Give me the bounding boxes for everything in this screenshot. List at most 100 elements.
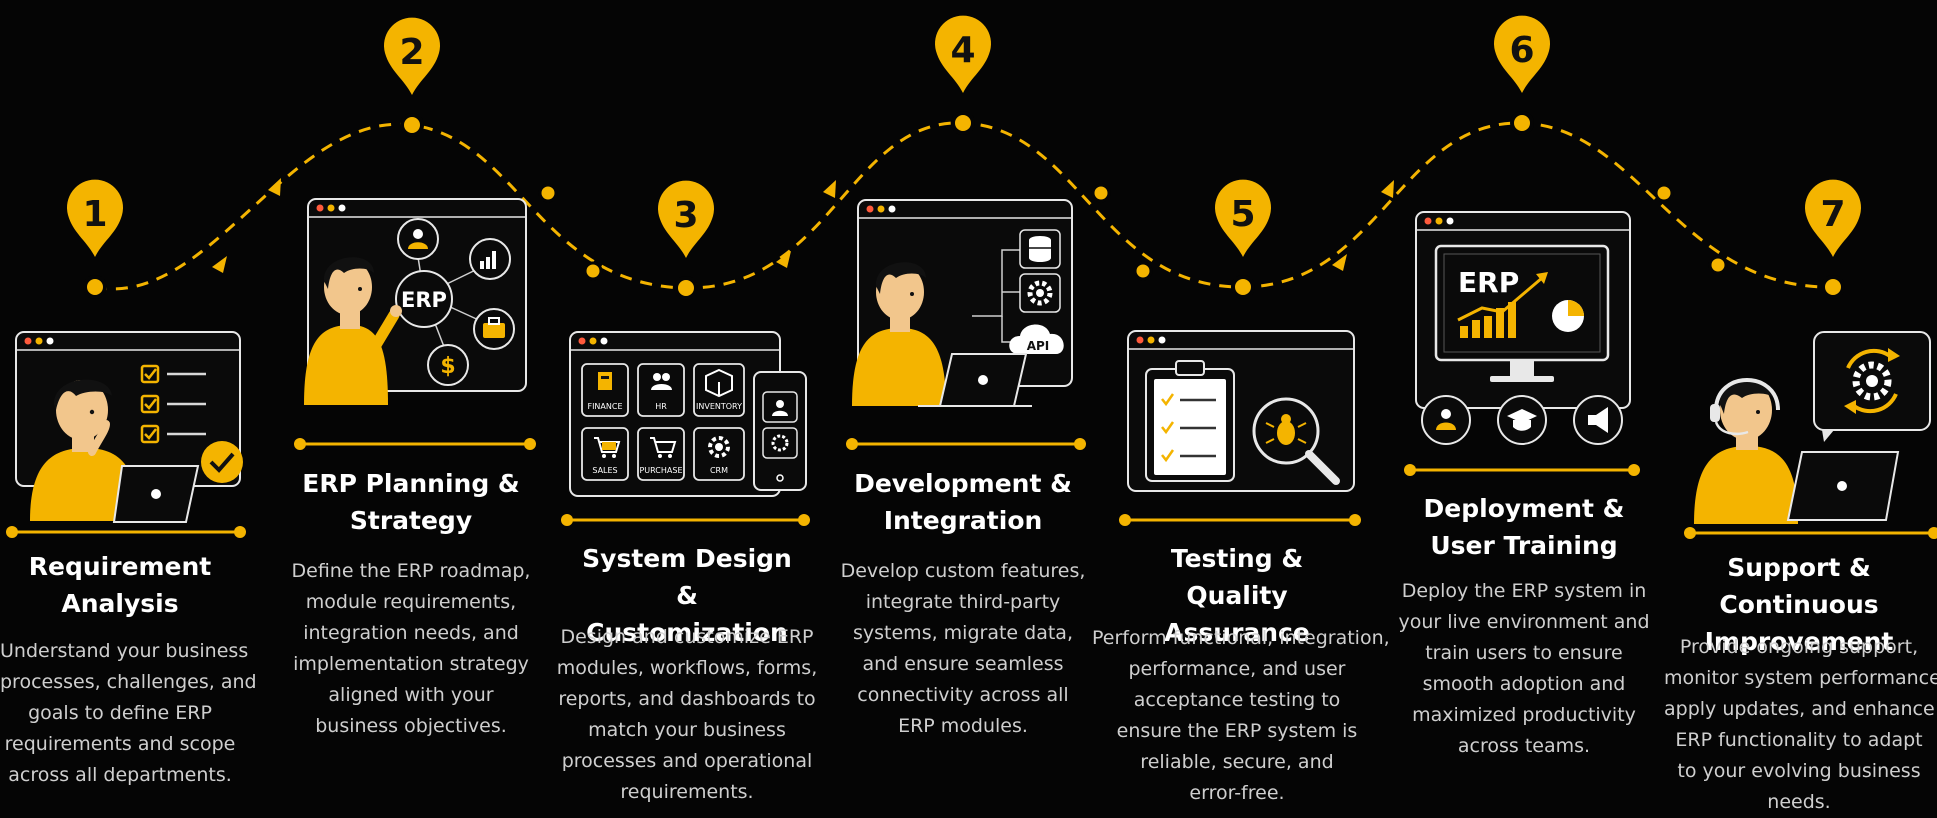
step-baseline-3 [561,514,810,526]
step-baseline-7 [1684,527,1937,539]
step-7-description-line: Provide ongoing support, [1679,636,1919,658]
window-dot-icon [578,337,586,345]
developer-person-icon [852,262,946,406]
step-anchor-dot [1510,111,1534,135]
path-dot [1708,255,1728,275]
step-number: 5 [1230,194,1255,235]
step-2-description-line: aligned with your [328,684,494,706]
window-dot-icon [589,337,597,345]
step-pin-icon [658,180,714,258]
step-2-description-line: business objectives. [315,715,507,737]
step-2-title-line: ERP Planning & [302,469,520,498]
step-1-description: Understand your business processes, chal… [0,636,257,791]
svg-text:$: $ [440,354,455,379]
briefcase-icon [473,308,515,350]
window-dot-icon [327,204,335,212]
step-6-description-line: maximized productivity [1412,704,1636,726]
step-3-description-line: reports, and dashboards to [558,688,816,710]
module-label: INVENTORY [696,402,742,411]
step-4-description-line: ERP modules. [898,715,1028,737]
step-6-illustration: ERP [1415,211,1631,445]
window-dot-icon [24,337,32,345]
step-3-description-line: modules, workflows, forms, [556,657,818,679]
window-dot-icon [1446,217,1454,225]
path-arrow [1381,180,1394,198]
module-label: HR [655,402,667,411]
path-dot [1133,261,1153,281]
step-3-title-line: Customization [586,618,788,647]
step-anchor-dot [674,276,698,300]
module-label: SALES [592,466,617,475]
step-3-title-line: System Design & [582,544,792,610]
step-3-description-line: Design and customize ERP [560,626,814,648]
sales-icon [594,437,621,458]
module-label: PURCHASE [639,466,682,475]
module-label: CRM [710,466,728,475]
step-3-description-line: processes and operational [561,750,813,772]
step-4-title: Development & Integration [843,465,1083,539]
laptop-icon [1786,451,1900,521]
step-4-description-line: systems, migrate data, [853,622,1073,644]
step-2-description: Define the ERP roadmap, module requireme… [291,556,531,742]
step-6-title: Deployment & User Training [1404,490,1644,564]
window-dot-icon [866,205,874,213]
api-cloud-icon: API [1009,324,1064,354]
users-icon [397,218,439,260]
clipboard-checklist-icon [1145,360,1235,482]
step-7-title-line: Support & [1727,553,1871,582]
window-dot-icon [600,337,608,345]
api-cloud-label: API [1027,339,1050,353]
step-4-description-line: integrate third-party [865,591,1061,613]
step-pin-icon [1215,179,1272,257]
step-7-description-line: monitor system performance, [1664,667,1937,689]
step-7-description-line: ERP functionality to adapt [1675,729,1923,751]
step-marker-2: 2 [384,17,440,137]
window-dot-icon [1147,336,1155,344]
step-number: 2 [399,32,424,73]
database-icon [1019,229,1061,269]
users-icon [1421,395,1471,445]
step-pin-icon [935,15,991,93]
step-5-title-line: Quality Assurance [1164,581,1310,647]
step-6-description-line: across teams. [1457,735,1591,757]
checklist-icon [140,364,160,444]
inventory-icon [705,368,733,398]
step-5-description-line: performance, and user [1128,658,1346,680]
step-5-description-line: Perform functional, integration, [1092,627,1390,649]
step-5-description-line: acceptance testing to [1133,689,1341,711]
step-3-description: Design and customize ERP modules, workfl… [547,622,827,808]
step-number: 6 [1509,30,1534,71]
step-7-description-line: needs. [1767,791,1831,813]
step-1-title: Requirement Analysis [0,548,240,622]
window-dot-icon [1435,217,1443,225]
step-1-title-line: Requirement [28,552,212,581]
window-dot-icon [338,204,346,212]
magnifier-bug-icon [1252,397,1340,485]
step-pin-icon [384,17,440,95]
step-3-description-line: requirements. [620,781,754,803]
step-7-title: Support & Continuous Improvement [1664,549,1934,660]
step-baseline-6 [1404,464,1640,476]
window-dot-icon [1158,336,1166,344]
step-3-description-line: match your business [588,719,786,741]
step-2-description-line: module requirements, [305,591,517,613]
step-1-illustration [15,331,243,523]
step-baseline-4 [846,438,1086,450]
path-dot [538,183,558,203]
step-1-description-line: across all departments. [8,764,232,786]
refresh-gear-icon [1813,331,1931,442]
megaphone-icon [1573,395,1623,445]
step-1-description-line: Understand your business [0,640,249,662]
mobile-device-icon [753,371,807,491]
step-pin-icon [1805,179,1861,257]
monitor-erp-label: ERP [1458,266,1519,299]
step-anchor-dot [400,113,424,137]
step-4-illustration: API [852,199,1073,407]
laptop-icon [112,465,200,523]
step-marker-4: 4 [935,15,991,135]
step-marker-1: 1 [67,179,124,299]
step-anchor-dot [951,111,975,135]
graduation-cap-icon [1497,395,1547,445]
erp-hub [395,270,453,328]
